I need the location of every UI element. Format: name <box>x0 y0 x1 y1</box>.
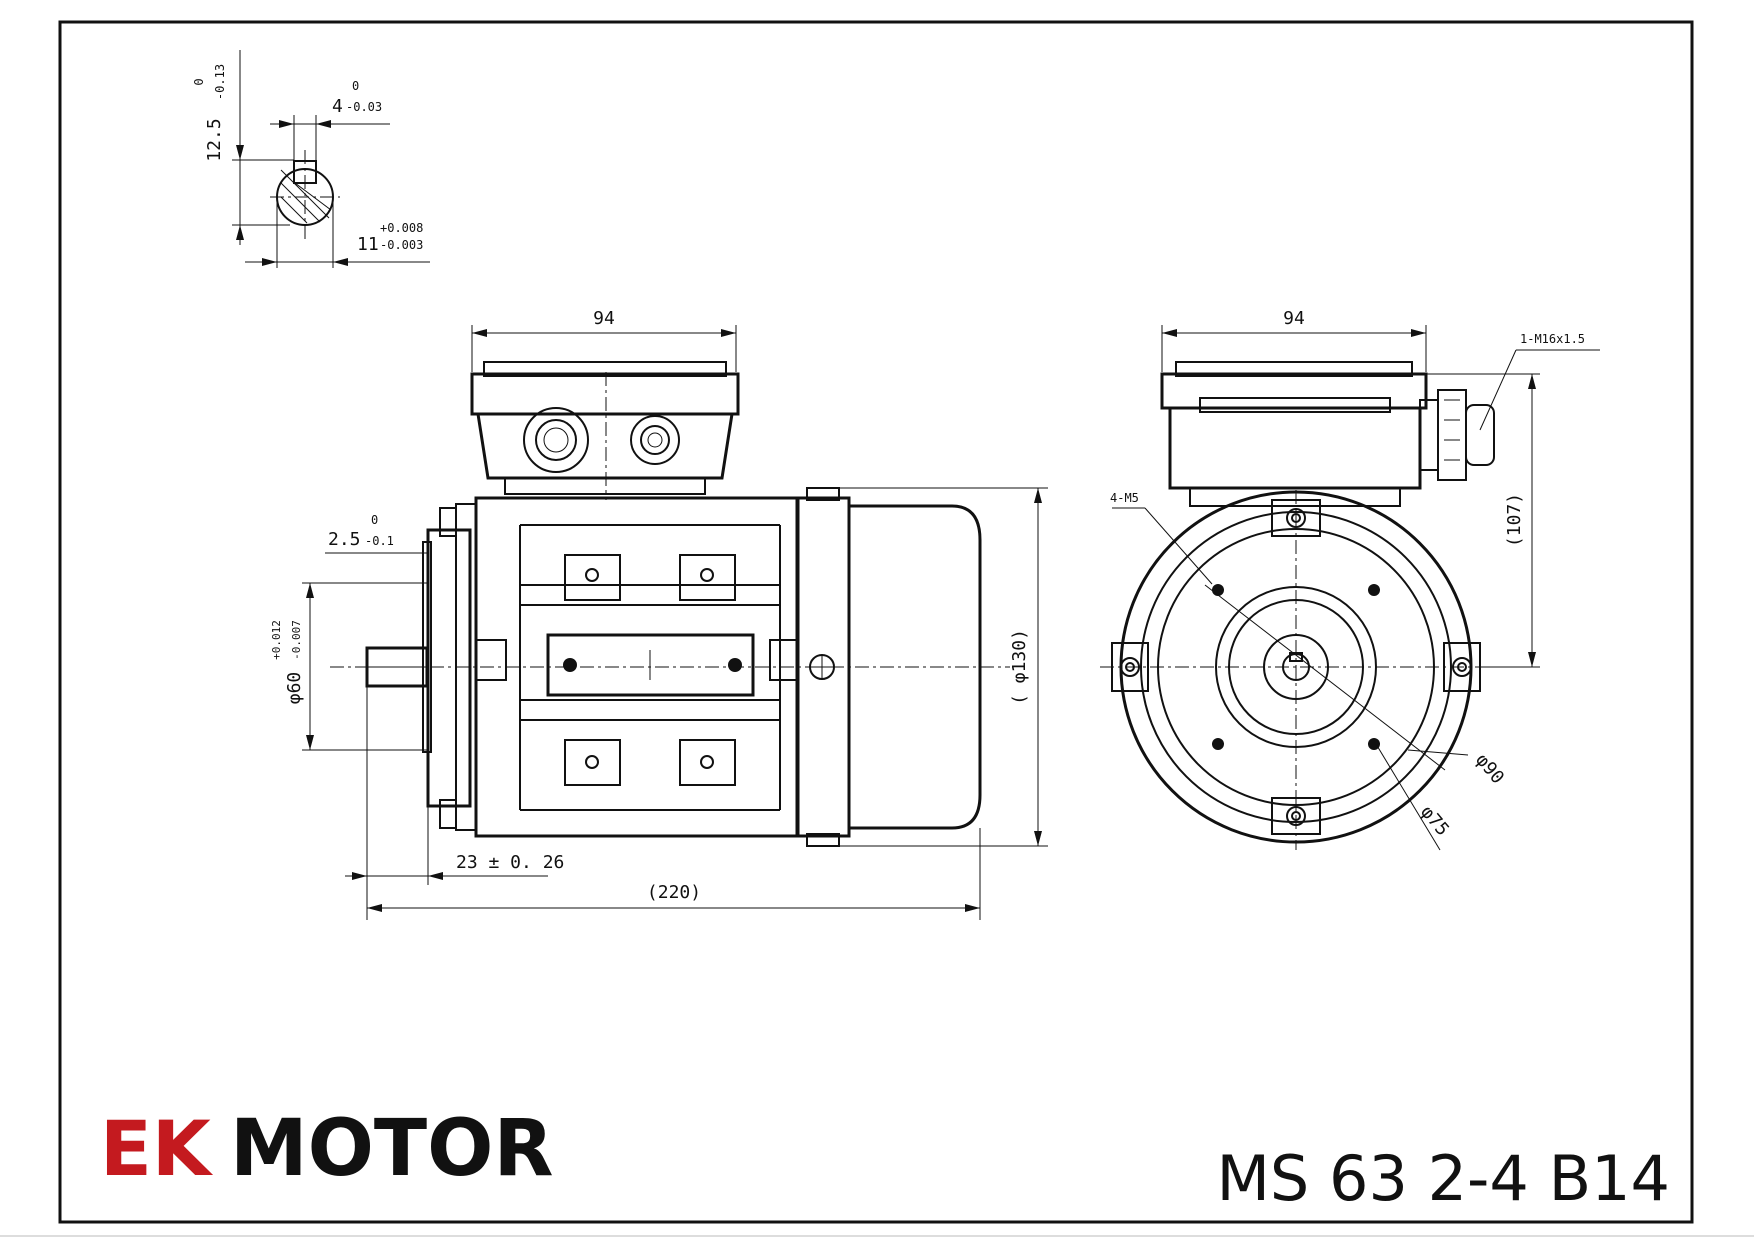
side-box-width-dimension: 94 <box>471 308 737 372</box>
shaft-section-detail <box>232 50 430 268</box>
overall-length-value: (220) <box>647 882 701 903</box>
shaft-length-value: 23 ± 0. 26 <box>456 852 564 873</box>
spigot-end-value: φ75 <box>1416 802 1453 840</box>
flange-holes-label: 4-M5 <box>1110 491 1139 505</box>
motor-side-view <box>330 361 1010 847</box>
cable-gland-label: 1-M16x1.5 <box>1520 332 1585 346</box>
key-width-dimension: 4 0 -0.03 <box>332 79 382 117</box>
drawing-frame <box>58 20 1694 1224</box>
overall-length-dimension: (220) <box>367 828 981 920</box>
flange-spigot-tol-upper: 0 <box>371 513 378 527</box>
shaft-height-dimension: 12.5 0 -0.13 <box>192 64 227 162</box>
logo-ek: EK <box>100 1104 214 1193</box>
logo-brand: MOTOR <box>230 1104 554 1194</box>
flange-spigot-dimension: 2.5 0 -0.1 <box>325 513 429 560</box>
model-name: MS 63 2-4 B14 <box>1216 1142 1670 1215</box>
shaft-diameter-value: 11 <box>357 234 379 255</box>
key-width-tol-upper: 0 <box>352 79 359 93</box>
flange-spigot-value: 2.5 <box>328 529 361 550</box>
shaft-height-tol-lower: -0.13 <box>213 64 227 100</box>
pcd-value: φ90 <box>1471 750 1508 788</box>
ek-motor-logo: EK MOTOR <box>100 1104 554 1194</box>
shaft-length-dimension: 23 ± 0. 26 <box>345 686 564 920</box>
spigot-diameter-value: φ60 <box>284 672 305 705</box>
end-box-width-dimension: 94 <box>1161 308 1427 372</box>
end-height-dimension: (107) <box>1420 373 1540 668</box>
body-diameter-dimension: ( φ130) <box>840 487 1048 847</box>
motor-end-view <box>1100 361 1520 850</box>
shaft-height-value: 12.5 <box>204 118 225 161</box>
side-box-width-value: 94 <box>593 308 615 329</box>
cable-gland-callout: 1-M16x1.5 <box>1479 332 1600 431</box>
spigot-diameter-dimension: φ60 +0.012 -0.007 <box>270 582 428 751</box>
end-height-value: (107) <box>1504 493 1525 547</box>
flange-spigot-tol-lower: -0.1 <box>365 534 394 548</box>
shaft-diameter-tol-upper: +0.008 <box>380 221 423 235</box>
spigot-diameter-tol-lower: -0.007 <box>290 620 303 660</box>
key-width-tol-lower: -0.03 <box>346 100 382 114</box>
body-diameter-value: ( φ130) <box>1009 629 1030 705</box>
shaft-diameter-dimension: 11 +0.008 -0.003 <box>357 221 423 255</box>
shaft-height-tol-upper: 0 <box>192 78 206 85</box>
key-width-value: 4 <box>332 96 343 117</box>
flange-holes-callout: 4-M5 <box>1110 491 1213 585</box>
shaft-diameter-tol-lower: -0.003 <box>380 238 423 252</box>
spigot-diameter-tol-upper: +0.012 <box>270 620 283 660</box>
end-box-width-value: 94 <box>1283 308 1305 329</box>
